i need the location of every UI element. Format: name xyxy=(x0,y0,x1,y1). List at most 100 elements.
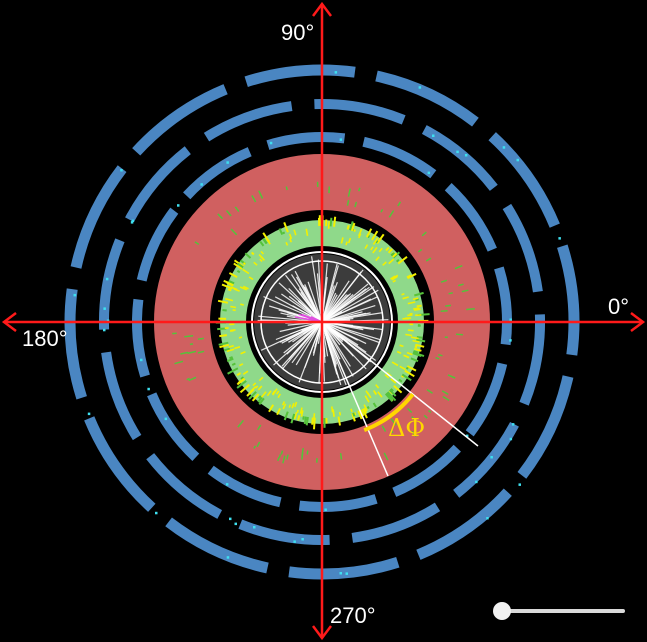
track xyxy=(321,311,343,323)
ecal-deposit xyxy=(388,389,397,397)
axis-label-0: 0° xyxy=(608,294,630,319)
track xyxy=(321,321,380,344)
muon-hit xyxy=(131,219,135,223)
ecal-deposit xyxy=(390,275,396,280)
muon-hit xyxy=(339,572,342,575)
muon-hit xyxy=(475,480,478,484)
ecal-deposit xyxy=(353,229,356,232)
ecal-deposit xyxy=(397,256,408,265)
track xyxy=(288,321,323,360)
ecal-deposit xyxy=(405,333,413,337)
hcal-deposit xyxy=(358,187,361,192)
muon-chamber-segment xyxy=(444,183,497,252)
ecal-deposit xyxy=(240,303,244,306)
ecal-deposit xyxy=(257,396,263,403)
hcal-deposit xyxy=(306,450,309,455)
hcal-deposit xyxy=(197,350,205,354)
ecal-deposit xyxy=(226,357,234,363)
muon-hit xyxy=(103,307,106,310)
ecal-deposit xyxy=(297,415,301,421)
hcal-deposit xyxy=(466,307,475,311)
ecal-deposit xyxy=(391,361,399,367)
ecal-deposit xyxy=(338,411,342,416)
muon-hit xyxy=(293,540,296,543)
hcal-deposit xyxy=(194,241,200,246)
ecal-deposit xyxy=(358,233,362,239)
ecal-deposit xyxy=(390,388,394,392)
hcal-deposit xyxy=(461,289,469,293)
track xyxy=(279,321,323,333)
ecal-deposit xyxy=(346,224,350,230)
ecal-deposit xyxy=(311,417,314,425)
hcal-deposit xyxy=(286,454,289,460)
hcal-deposit xyxy=(445,304,452,307)
hcal-deposit xyxy=(388,210,395,218)
zoom-slider[interactable] xyxy=(493,600,629,622)
ecal-deposit xyxy=(227,367,239,375)
ecal-deposit xyxy=(242,370,249,375)
hcal-deposit xyxy=(417,248,423,253)
track xyxy=(307,281,323,323)
muon-chamber-segment xyxy=(314,99,406,125)
ecal-deposit xyxy=(350,408,353,413)
muon-hit xyxy=(200,183,203,186)
muon-hit xyxy=(269,141,273,145)
ecal-deposit xyxy=(413,307,420,310)
ecal-deposit xyxy=(390,252,395,257)
ecal-deposit xyxy=(327,221,330,229)
muon-hit xyxy=(558,237,561,240)
muon-chamber-segment xyxy=(101,351,142,441)
muon-hit xyxy=(105,277,109,281)
muon-hit xyxy=(164,417,168,421)
ecal-deposit xyxy=(401,374,405,378)
muon-hit xyxy=(490,456,493,459)
ecal-deposit xyxy=(296,409,299,414)
track xyxy=(321,294,348,323)
ecal-deposit xyxy=(290,413,296,424)
track xyxy=(288,295,323,323)
ecal-deposit xyxy=(252,382,257,387)
muon-hit xyxy=(87,412,91,416)
muon-hit xyxy=(432,134,435,137)
ecal-deposit xyxy=(248,276,254,281)
ecal-deposit xyxy=(413,347,422,352)
ecal-deposit xyxy=(259,240,265,247)
ecal-deposit xyxy=(365,228,373,238)
muon-chamber-segment xyxy=(132,84,228,156)
ecal-deposit xyxy=(363,407,368,414)
hcal-deposit xyxy=(456,333,463,336)
muon-chamber-segment xyxy=(99,238,125,330)
ecal-deposit xyxy=(262,237,268,244)
muon-chamber-segment xyxy=(502,203,543,293)
muon-hit xyxy=(155,511,158,515)
ecal-deposit xyxy=(392,279,396,283)
slider-track[interactable] xyxy=(501,609,625,613)
ecal-deposit xyxy=(388,258,395,265)
hcal-deposit xyxy=(397,201,402,207)
ecal-deposit xyxy=(288,233,293,240)
hcal-deposit xyxy=(411,430,417,437)
muon-chamber-segment xyxy=(519,314,545,406)
ecal-deposit xyxy=(242,285,249,290)
track xyxy=(321,321,351,367)
hcal-deposit xyxy=(277,457,280,462)
ecal-deposit xyxy=(226,348,235,353)
ecal-deposit xyxy=(293,229,297,236)
axis-label-270: 270° xyxy=(330,603,376,628)
delta-phi-arc xyxy=(363,392,415,433)
muon-chamber-segment xyxy=(416,488,512,560)
muon-hit xyxy=(120,169,123,172)
hcal-deposit xyxy=(421,231,427,237)
slider-thumb[interactable] xyxy=(493,602,511,620)
muon-hit xyxy=(456,150,459,154)
ecal-deposit xyxy=(396,350,402,354)
hcal-deposit xyxy=(282,455,286,464)
ecal-deposit xyxy=(352,412,356,417)
ecal-deposit xyxy=(313,417,316,430)
muon-hit xyxy=(427,171,431,175)
ecal-deposit xyxy=(366,406,370,410)
track xyxy=(321,293,354,323)
ecal-deposit xyxy=(337,416,341,426)
track xyxy=(321,305,376,323)
